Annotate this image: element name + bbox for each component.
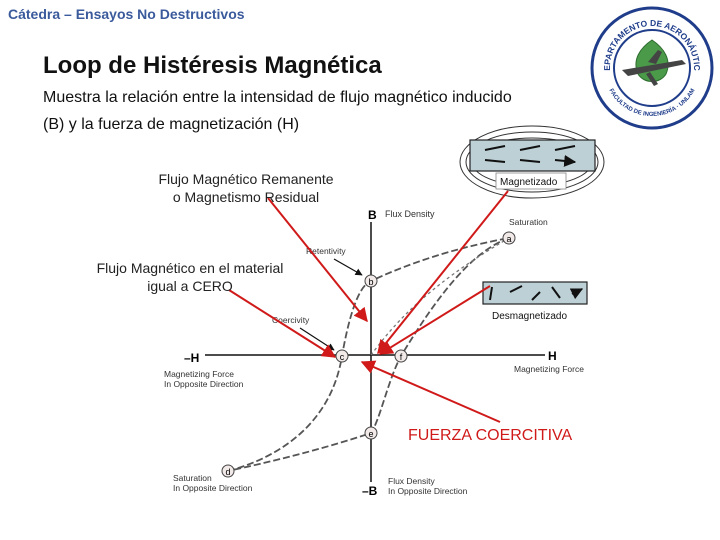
zero-flux-callout: Flujo Magnético en el material igual a C…	[85, 259, 295, 295]
zero-flux-arrow-left	[228, 289, 337, 358]
point-b-marker: b	[364, 274, 378, 288]
zero-line2: igual a CERO	[147, 278, 233, 294]
neg-h-line1: Magnetizing Force	[164, 369, 234, 379]
magnetized-arrow	[377, 190, 509, 355]
neg-b-line2: In Opposite Direction	[388, 486, 468, 496]
neg-b-line1: Flux Density	[388, 476, 436, 486]
magnetized-label: Magnetizado	[500, 177, 558, 188]
point-c-label: c	[340, 352, 345, 362]
point-d-label: d	[225, 467, 230, 477]
coercive-force-callout: FUERZA COERCITIVA	[408, 427, 573, 444]
department-logo: DEPARTAMENTO DE AERONÁUTICA FACULTAD DE …	[588, 4, 714, 130]
h-axis-label: H	[548, 349, 557, 363]
course-header: Cátedra – Ensayos No Destructivos	[8, 6, 245, 22]
h-axis-name: Magnetizing Force	[514, 364, 584, 374]
slide-subtitle-line1: Muestra la relación entre la intensidad …	[43, 89, 512, 106]
point-f-label: f	[400, 352, 403, 362]
loop-lower-branch	[227, 237, 510, 472]
neg-saturation-line2: In Opposite Direction	[173, 483, 253, 493]
demagnetized-arrow	[378, 285, 491, 355]
coercivity-label: Coercivity	[272, 315, 310, 325]
neg-saturation-line1: Saturation	[173, 473, 212, 483]
magnetized-sample-illustration	[459, 125, 605, 199]
point-e-marker: e	[364, 426, 378, 440]
neg-b-axis-label: –B	[362, 484, 378, 498]
slide-title: Loop de Histéresis Magnética	[43, 52, 382, 79]
remanent-line2: o Magnetismo Residual	[172, 189, 320, 205]
remanent-arrow	[267, 197, 368, 323]
retentivity-arrow	[333, 258, 363, 276]
retentivity-label: Retentivity	[306, 246, 346, 256]
b-axis-name: Flux Density	[385, 209, 435, 219]
point-b-label: b	[368, 277, 373, 287]
neg-h-line2: In Opposite Direction	[164, 379, 244, 389]
neg-h-axis-label: –H	[184, 351, 199, 365]
demagnetized-label: Desmagnetizado	[492, 311, 567, 322]
airplane-icon	[622, 50, 686, 86]
point-a-marker: a	[502, 231, 516, 245]
b-axis-label: B	[368, 208, 377, 222]
point-c-marker: c	[335, 349, 349, 363]
zero-line1: Flujo Magnético en el material	[96, 260, 284, 276]
saturation-label: Saturation	[509, 217, 548, 227]
demagnetized-sample-illustration	[482, 282, 587, 305]
point-d-marker: d	[221, 464, 235, 478]
slide-subtitle-line2: (B) y la fuerza de magnetización (H)	[43, 116, 300, 133]
point-a-label: a	[506, 234, 511, 244]
point-e-label: e	[368, 429, 373, 439]
point-f-marker: f	[394, 349, 408, 363]
remanent-flux-callout: Flujo Magnético Remanente o Magnetismo R…	[140, 170, 352, 206]
remanent-line1: Flujo Magnético Remanente	[158, 171, 334, 187]
coercive-arrow	[360, 360, 501, 423]
